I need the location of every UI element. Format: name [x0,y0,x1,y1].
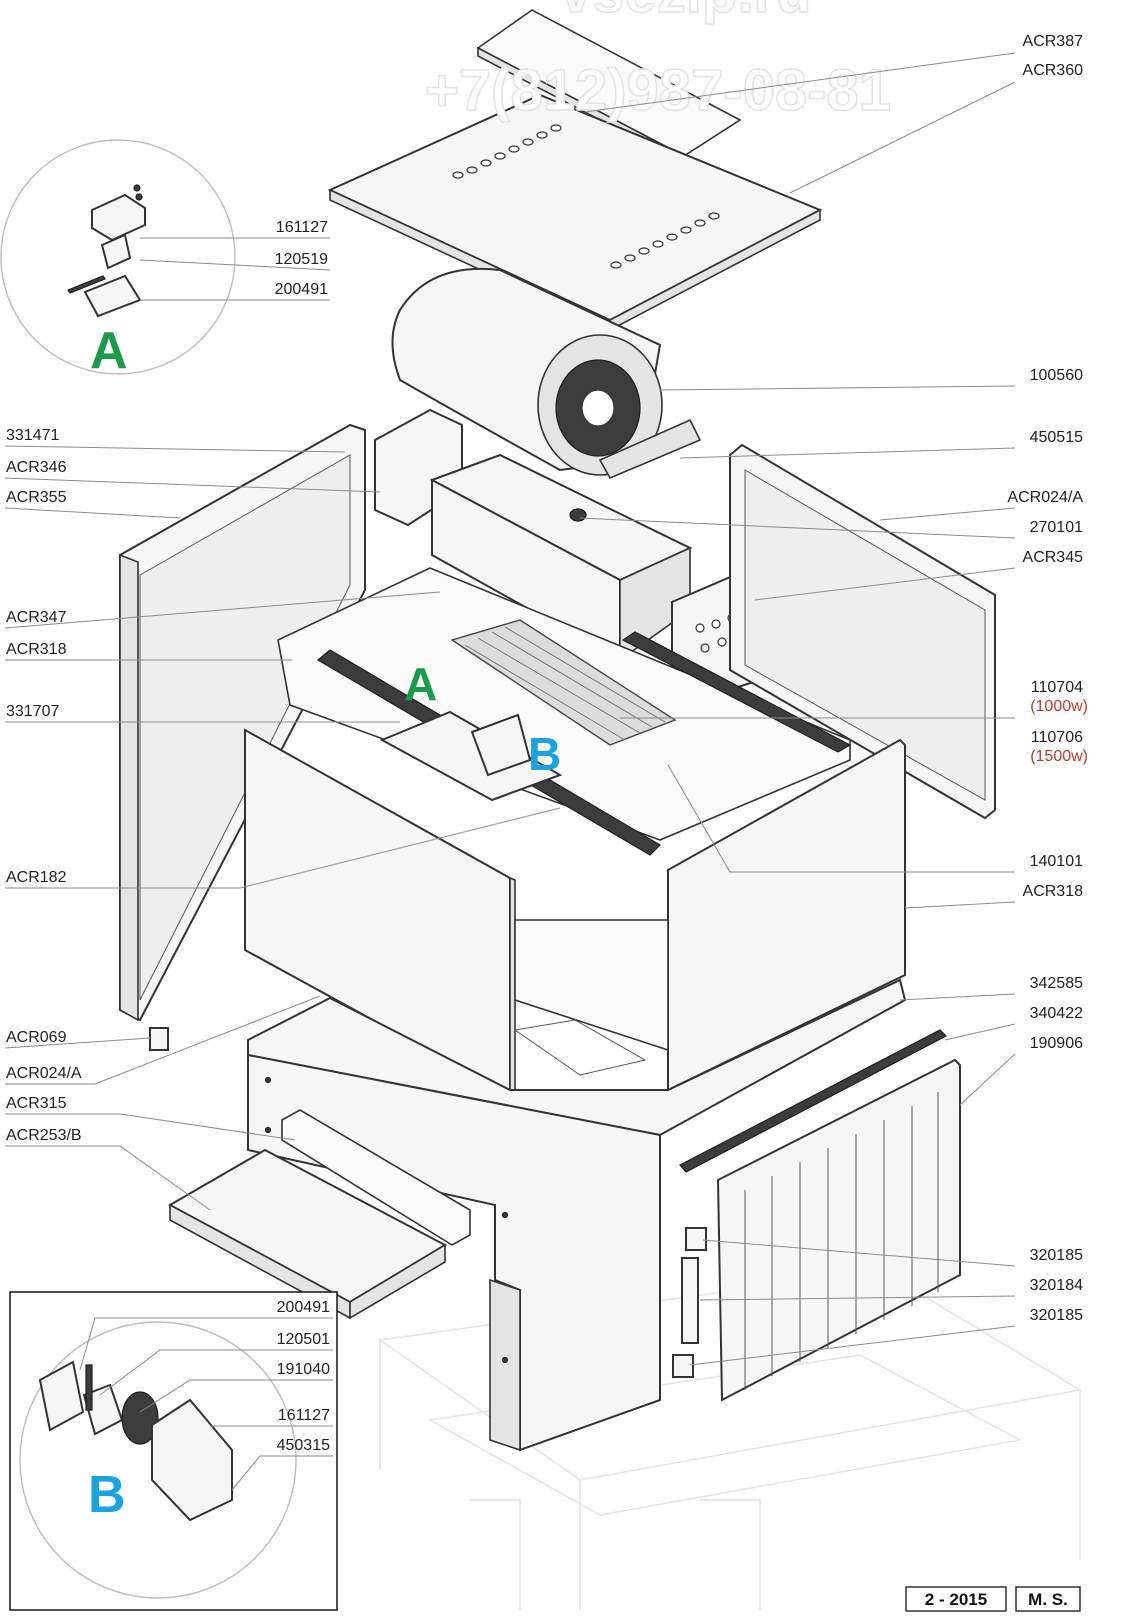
left-leader-lines [4,237,561,1491]
detail-b-labels: 200491 120501 191040 161127 450315 [277,1299,330,1454]
footer-date-box [905,1586,1007,1612]
label-acr315: ACR315 [6,1095,67,1112]
watermark-site: vsezip.ru [560,0,811,25]
right-door [679,1029,961,1402]
label-320184: 320184 [1030,1277,1083,1294]
footer-date: 2 - 2015 [925,1590,987,1609]
label-1500w: (1500w) [1030,748,1088,765]
label-1000w: (1000w) [1030,698,1088,715]
watermark: vsezip.ru +7(812)987-08-81 [424,0,891,124]
roof-holes [452,124,720,269]
label-b-161127: 161127 [278,1407,330,1424]
label-a-200491: 200491 [275,281,328,298]
label-270101: 270101 [1030,519,1083,536]
marker-a: A [404,658,437,710]
label-320185-b: 320185 [1030,1307,1083,1324]
drip-tray [167,1109,471,1320]
left-labels: 331471 ACR346 ACR355 ACR347 ACR318 33170… [6,427,82,1144]
blower-fan [391,267,702,480]
detail-b-letter: B [88,1466,126,1524]
label-320185-a: 320185 [1030,1247,1083,1264]
footer-initials: M. S. [1028,1590,1068,1609]
watermark-phone: +7(812)987-08-81 [425,58,891,123]
label-acr318-right: ACR318 [1023,883,1084,900]
label-b-200491: 200491 [277,1299,330,1316]
label-acr024a-left: ACR024/A [6,1065,82,1082]
chamber-floor [513,919,669,1076]
footer-initials-box [1015,1586,1081,1612]
heating-element [450,619,677,746]
door-hinges [672,1227,707,1378]
front-panels [244,728,906,1100]
label-331471: 331471 [6,427,59,444]
label-acr069: ACR069 [6,1029,67,1046]
label-b-120501: 120501 [277,1331,330,1348]
label-b-191040: 191040 [277,1361,330,1378]
air-duct [374,408,693,662]
detail-a-callout: A [0,139,236,380]
label-340422: 340422 [1030,1005,1083,1022]
label-190906: 190906 [1030,1035,1083,1052]
label-140101: 140101 [1030,853,1083,870]
detail-a-labels: 161127 120519 200491 [275,219,328,298]
label-acr182: ACR182 [6,869,67,886]
label-acr024a-right: ACR024/A [1007,489,1083,506]
label-450515: 450515 [1030,429,1083,446]
label-acr346: ACR346 [6,459,67,476]
label-acr345: ACR345 [1023,549,1084,566]
label-110704: 110704 [1031,679,1083,696]
label-100560: 100560 [1030,367,1083,384]
label-a-120519: 120519 [275,251,328,268]
footer-stamp: 2 - 2015 M. S. [905,1586,1081,1612]
label-acr253b: ACR253/B [6,1127,82,1144]
right-labels: ACR387 ACR360 100560 450515 ACR024/A 270… [1007,33,1088,1324]
right-leader-lines [579,52,1016,1366]
label-342585: 342585 [1030,975,1083,992]
label-acr355: ACR355 [6,489,67,506]
detail-a-letter: A [90,322,128,380]
label-acr387: ACR387 [1023,33,1084,50]
label-acr360: ACR360 [1023,62,1084,79]
label-b-450315: 450315 [277,1437,330,1454]
label-110706: 110706 [1031,729,1083,746]
main-markers: A B [404,658,561,780]
label-a-161127: 161127 [276,219,328,236]
label-acr318-left: ACR318 [6,641,67,658]
thermostat-mount [379,710,563,802]
label-331707: 331707 [6,703,59,720]
detail-b-callout: B [9,1291,338,1611]
label-acr347: ACR347 [6,609,67,626]
marker-b: B [528,728,561,780]
latch-part [149,1027,169,1051]
